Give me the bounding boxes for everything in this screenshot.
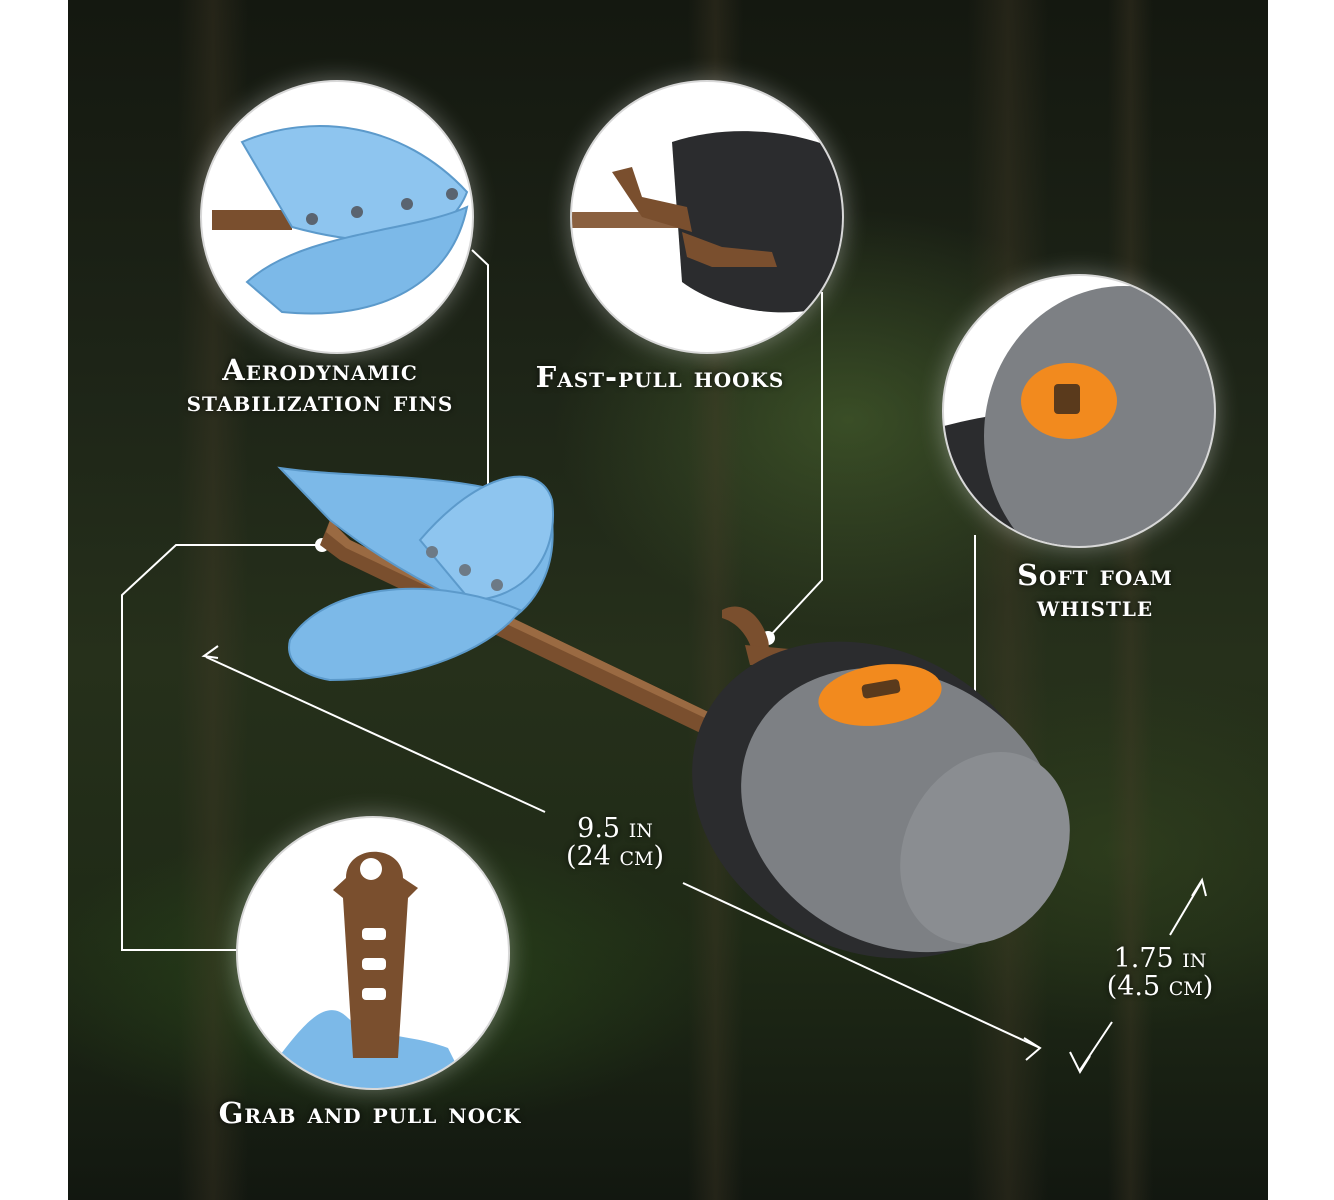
- diameter-dimension-line: [1069, 877, 1207, 1075]
- whistle-detail-image: [944, 286, 1214, 546]
- fin-rivets: [426, 546, 503, 591]
- fins: [277, 466, 555, 682]
- hooks-detail-circle: [570, 80, 844, 354]
- whistle-detail-circle: [942, 274, 1216, 548]
- length-inches: 9.5 in: [577, 813, 653, 844]
- diameter-inches: 1.75 in: [1113, 943, 1207, 974]
- fins-leader-line: [471, 249, 489, 515]
- nock-detail-circle: [236, 816, 510, 1090]
- hooks-leader-line: [767, 292, 823, 639]
- fins-detail-circle: [200, 80, 474, 354]
- length-dimension-line: [201, 645, 1042, 1061]
- hooks-detail-image: [572, 131, 842, 313]
- length-centimeters: (24 cm): [566, 841, 664, 872]
- nock-leader-line: [121, 544, 322, 951]
- whistle-callout-label: Soft foam whistle: [1017, 558, 1173, 623]
- diameter-dimension-label: 1.75 in (4.5 cm): [1085, 945, 1235, 1001]
- fins-callout-label: Aerodynamic stabilization fins: [186, 353, 454, 418]
- hooks-callout-label: Fast-pull hooks: [535, 360, 785, 394]
- foam-head: [692, 641, 1070, 959]
- fins-detail-image: [212, 125, 469, 315]
- nock-callout-label: Grab and pull nock: [218, 1096, 522, 1130]
- nock-detail-image: [268, 851, 468, 1088]
- length-dimension-label: 9.5 in (24 cm): [535, 815, 695, 871]
- diameter-centimeters: (4.5 cm): [1106, 971, 1214, 1002]
